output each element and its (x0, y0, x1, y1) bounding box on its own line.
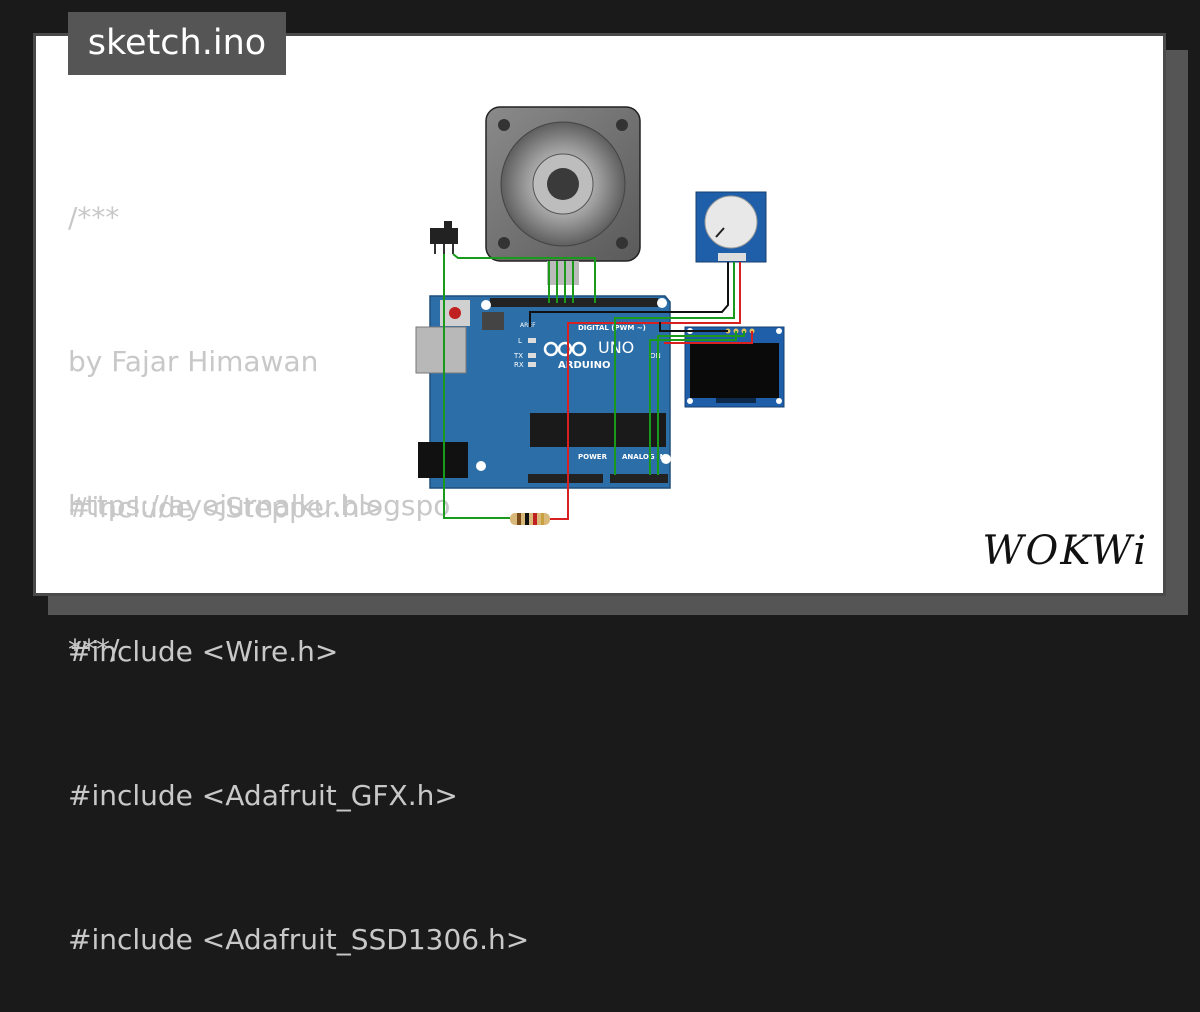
code-line: #include <Stepper.h> (68, 491, 384, 524)
code-line: https://ayojurnalku.blogspo (68, 489, 451, 522)
code-line: by Fajar Himawan (68, 345, 319, 378)
arduino-uno-board[interactable]: ARDUINO UNO DIGITAL (PWM ~) POWER ANALOG… (415, 295, 671, 489)
slide-switch[interactable] (430, 221, 458, 254)
board-brand-label: ARDUINO (558, 360, 610, 371)
board-model-label: UNO (598, 338, 634, 357)
code-line: #include <Wire.h> (68, 635, 339, 668)
analog-header-label: ANALOG IN (622, 453, 666, 461)
code-line: #include <Adafruit_SSD1306.h> (68, 923, 530, 956)
potentiometer[interactable] (695, 191, 767, 263)
wokwi-logo-text: WOKWi (982, 528, 1148, 574)
resistor[interactable] (510, 513, 550, 525)
led-on-label: ON (650, 352, 661, 360)
code-line: #include <Adafruit_GFX.h> (68, 779, 458, 812)
arduino-infinity-logo (543, 341, 587, 357)
led-l-label: L (518, 337, 522, 345)
wokwi-logo[interactable]: WOKWi (978, 526, 1148, 576)
stepper-motor[interactable] (485, 106, 641, 285)
power-header-label: POWER (578, 453, 608, 461)
wires (443, 253, 753, 520)
code-line: /*** (68, 201, 120, 234)
digital-header-label: DIGITAL (PWM ~) (578, 324, 646, 332)
sketch-filename-tab[interactable]: sketch.ino (68, 12, 286, 75)
led-tx-label: TX (513, 352, 523, 360)
aref-label: AREF (520, 322, 536, 329)
circuit-diagram: ARDUINO UNO DIGITAL (PWM ~) POWER ANALOG… (415, 106, 785, 525)
led-rx-label: RX (514, 361, 524, 369)
